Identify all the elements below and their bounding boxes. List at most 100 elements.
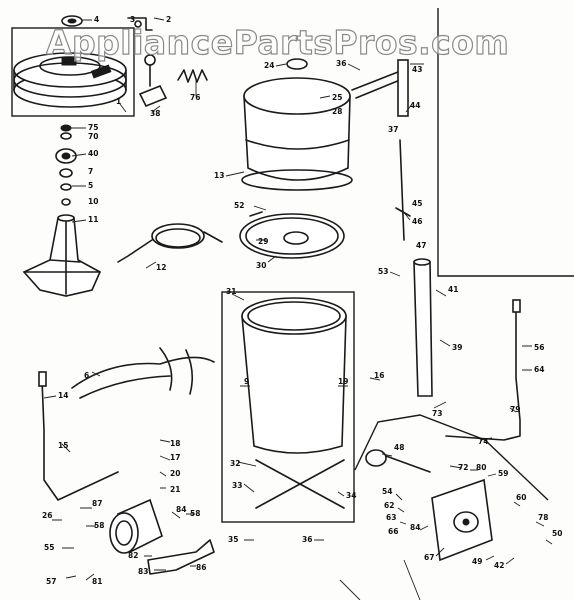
cross-brace (255, 459, 345, 509)
brake-spring (177, 69, 208, 83)
part-label-75: 75 (88, 123, 98, 132)
part-label-19: 19 (338, 377, 348, 386)
washer-stack (55, 124, 77, 206)
part-labels: 4 3 2 1 38 76 75 70 40 7 5 10 11 24 36 2… (42, 15, 562, 586)
part-label-76: 76 (190, 93, 200, 102)
part-label-56: 56 (534, 343, 544, 352)
part-label-57: 57 (46, 577, 56, 586)
part-label-84b: 84 (176, 505, 186, 514)
part-label-79: 79 (510, 405, 520, 414)
part-label-45: 45 (412, 199, 422, 208)
part-label-5: 5 (88, 181, 93, 190)
part-label-33: 33 (232, 481, 242, 490)
part-label-32: 32 (230, 459, 240, 468)
part-label-38: 38 (150, 109, 160, 118)
part-label-60: 60 (516, 493, 526, 502)
part-label-55: 55 (44, 543, 54, 552)
part-label-70: 70 (88, 132, 98, 141)
cabinet-corner-line (437, 8, 574, 277)
part-label-12: 12 (156, 263, 166, 272)
part-label-2: 2 (166, 15, 171, 24)
part-label-53: 53 (378, 267, 388, 276)
part-label-26: 26 (42, 511, 52, 520)
part-label-31: 31 (226, 287, 236, 296)
part-label-6: 6 (84, 371, 89, 380)
part-label-9: 9 (244, 377, 249, 386)
part-label-86: 86 (196, 563, 206, 572)
part-label-24: 24 (264, 61, 274, 70)
outer-tub (241, 297, 347, 454)
part-label-43: 43 (412, 65, 422, 74)
part-label-72: 72 (458, 463, 468, 472)
motor-bracket (147, 539, 215, 575)
part-label-36b: 36 (302, 535, 312, 544)
part-label-37: 37 (388, 125, 398, 134)
part-label-11: 11 (88, 215, 98, 224)
part-label-18: 18 (170, 439, 180, 448)
part-label-25: 25 (332, 93, 342, 102)
part-label-63: 63 (386, 513, 396, 522)
part-label-17: 17 (170, 453, 180, 462)
part-label-39: 39 (452, 343, 462, 352)
wire-harness (71, 347, 215, 399)
base-section-line (354, 414, 549, 501)
part-label-62: 62 (384, 501, 394, 510)
part-label-3: 3 (130, 15, 135, 24)
part-label-15: 15 (58, 441, 68, 450)
part-label-52: 52 (234, 201, 244, 210)
part-label-21: 21 (170, 485, 180, 494)
shaft-assembly (351, 59, 411, 241)
pump-fitting (138, 54, 168, 108)
part-label-16: 16 (374, 371, 384, 380)
part-label-64: 64 (534, 365, 544, 374)
part-label-84: 84 (410, 523, 420, 532)
tub-assembly-frame (221, 291, 355, 523)
drive-assembly-frame (11, 27, 135, 117)
motor (109, 498, 163, 554)
pump-housing (431, 478, 493, 562)
part-label-50: 50 (552, 529, 562, 538)
part-label-80: 80 (476, 463, 486, 472)
part-label-41: 41 (448, 285, 458, 294)
leg-channel (413, 258, 433, 397)
part-label-59: 59 (498, 469, 508, 478)
small-gear-part (61, 15, 83, 27)
part-label-58: 58 (94, 521, 104, 530)
part-label-83: 83 (138, 567, 148, 576)
part-label-35: 35 (228, 535, 238, 544)
part-label-44: 44 (410, 101, 420, 110)
part-label-36: 36 (336, 59, 346, 68)
part-label-40: 40 (88, 149, 98, 158)
part-label-81: 81 (92, 577, 102, 586)
part-label-13: 13 (214, 171, 224, 180)
part-label-4: 4 (94, 15, 99, 24)
part-label-48: 48 (394, 443, 404, 452)
part-label-28: 28 (332, 107, 342, 116)
part-label-47: 47 (416, 241, 426, 250)
part-label-34: 34 (346, 491, 356, 500)
hose-left (38, 371, 119, 501)
part-label-7: 7 (88, 167, 93, 176)
part-label-1: 1 (116, 97, 121, 106)
part-label-74: 74 (478, 437, 488, 446)
part-label-54: 54 (382, 487, 392, 496)
part-label-82: 82 (128, 551, 138, 560)
leader-lines (43, 17, 553, 600)
part-label-78: 78 (538, 513, 548, 522)
part-label-14: 14 (58, 391, 68, 400)
pump-motor (365, 449, 431, 473)
agitator (22, 214, 102, 297)
part-label-10: 10 (88, 197, 98, 206)
drive-pulley (13, 52, 127, 108)
part-label-30: 30 (256, 261, 266, 270)
spin-basket (241, 58, 353, 191)
site-watermark: AppliancePartsPros.com (46, 23, 509, 62)
part-label-85: 58 (190, 509, 200, 518)
part-label-66: 66 (388, 527, 398, 536)
part-label-49: 49 (472, 557, 482, 566)
coil-harness (117, 223, 223, 263)
part-label-67: 67 (424, 553, 434, 562)
part-label-87: 87 (92, 499, 102, 508)
